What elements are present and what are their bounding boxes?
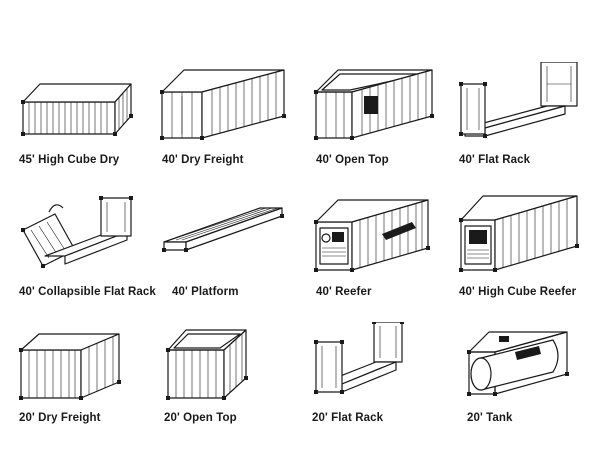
tank-container-icon	[467, 331, 569, 396]
platform-container-icon	[162, 207, 284, 252]
container-cell: 20' Tank	[455, 322, 600, 452]
container-label: 40' Collapsible Flat Rack	[19, 286, 156, 298]
collapsible-flat-rack-icon	[21, 196, 133, 268]
open-top-20-container-icon	[166, 329, 248, 400]
container-label: 40' Open Top	[316, 154, 389, 166]
high-cube-reefer-icon	[459, 195, 579, 272]
container-cell: 40' Dry Freight	[158, 62, 308, 192]
container-cell: 40' Reefer	[312, 194, 462, 324]
container-label: 40' Flat Rack	[459, 154, 531, 166]
container-cell: 20' Flat Rack	[312, 322, 462, 452]
open-top-container-icon	[314, 69, 434, 140]
high-cube-dry-container-icon	[21, 83, 133, 136]
container-cell: 40' Collapsible Flat Rack	[15, 194, 165, 324]
container-cell: 40' High Cube Reefer	[455, 194, 600, 324]
container-cell: 40' Open Top	[312, 62, 462, 192]
dry-freight-20-container-icon	[19, 333, 121, 400]
container-label: 40' Dry Freight	[162, 154, 244, 166]
flat-rack-20-container-icon	[314, 322, 404, 394]
container-label: 20' Tank	[467, 412, 513, 424]
container-label: 40' High Cube Reefer	[459, 286, 577, 298]
container-label: 40' Platform	[172, 286, 239, 298]
container-cell: 45' High Cube Dry	[15, 62, 165, 192]
container-label: 20' Dry Freight	[19, 412, 101, 424]
container-label: 20' Open Top	[164, 412, 237, 424]
container-cell: 40' Platform	[158, 194, 308, 324]
container-label: 40' Reefer	[316, 286, 372, 298]
flat-rack-container-icon	[459, 62, 578, 138]
reefer-container-icon	[314, 199, 430, 272]
container-cell: 40' Flat Rack	[455, 62, 600, 192]
container-cell: 20' Dry Freight	[15, 322, 165, 452]
container-label: 45' High Cube Dry	[19, 154, 120, 166]
container-label: 20' Flat Rack	[312, 412, 384, 424]
dry-freight-container-icon	[160, 69, 286, 140]
container-cell: 20' Open Top	[158, 322, 308, 452]
